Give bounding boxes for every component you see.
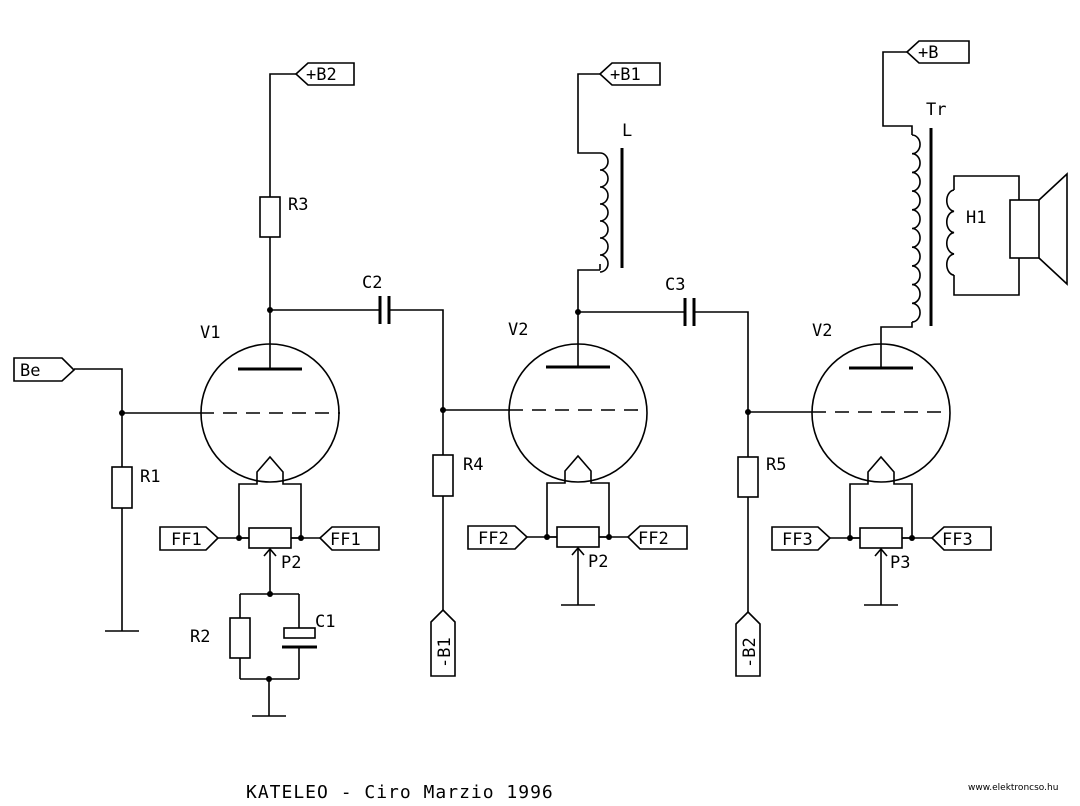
label-r4: R4 — [463, 455, 483, 475]
label-be: Be — [20, 361, 40, 381]
label-v1: V1 — [200, 323, 220, 343]
label-plus-b: +B — [918, 43, 938, 63]
resistor-r2 — [229, 617, 251, 659]
label-plus-b1: +B1 — [610, 65, 641, 85]
filament-port-ff2-left — [467, 525, 529, 550]
label-h1: H1 — [966, 208, 986, 228]
bias-port-minus-b2 — [735, 610, 761, 677]
supply-port-plus-b2 — [294, 62, 355, 86]
filament-port-ff3-right — [930, 526, 992, 551]
stage-1: Be R1 V1 +B2 R3 C2 — [13, 62, 444, 717]
supply-port-plus-b1 — [598, 62, 661, 86]
label-c3: C3 — [665, 275, 685, 295]
potentiometer-p2-stage1 — [248, 527, 292, 549]
input-port-be — [13, 357, 76, 382]
supply-port-plus-b — [905, 40, 970, 64]
bias-port-minus-b1 — [430, 608, 456, 677]
label-ff2-left: FF2 — [478, 529, 509, 549]
filament-port-ff2-right — [626, 525, 688, 550]
label-c1: C1 — [315, 612, 335, 632]
label-ff2-right: FF2 — [638, 529, 669, 549]
label-r5: R5 — [766, 455, 786, 475]
resistor-r3 — [259, 196, 281, 238]
resistor-r1 — [111, 466, 133, 509]
speaker-h1 — [1009, 199, 1040, 259]
label-p2-stage2: P2 — [588, 552, 608, 572]
transformer-tr-primary — [911, 134, 921, 323]
filament-port-ff1-left — [159, 526, 220, 551]
label-v2-stage2: V2 — [508, 320, 528, 340]
stage-2: -B1 R4 V2 +B1 L C3 FF2 — [430, 62, 749, 677]
label-r1: R1 — [140, 467, 160, 487]
resistor-r5 — [737, 456, 759, 498]
resistor-r4 — [432, 454, 454, 497]
label-plus-b2: +B2 — [306, 65, 337, 85]
filament-port-ff3-left — [771, 526, 832, 551]
potentiometer-p2-stage2 — [556, 526, 600, 548]
potentiometer-p3 — [859, 527, 903, 549]
label-r3: R3 — [288, 195, 308, 215]
label-ff1-left: FF1 — [171, 530, 202, 550]
label-c2: C2 — [362, 273, 382, 293]
label-tr: Tr — [926, 100, 946, 120]
label-ff3-right: FF3 — [942, 530, 973, 550]
stage-3: -B2 R5 V2 +B Tr H1 FF3 FF3 — [735, 40, 1068, 677]
capacitor-c1 — [283, 627, 316, 639]
transformer-tr-secondary — [945, 189, 955, 276]
label-l: L — [622, 121, 632, 141]
footer-title: KATELEO - Ciro Marzio 1996 — [246, 782, 554, 803]
filament-port-ff1-right — [318, 526, 380, 551]
label-ff1-right: FF1 — [330, 530, 361, 550]
label-r2: R2 — [190, 627, 210, 647]
label-p2-stage1: P2 — [281, 553, 301, 573]
label-v2-stage3: V2 — [812, 321, 832, 341]
label-ff3-left: FF3 — [782, 530, 813, 550]
inductor-l — [599, 152, 609, 273]
label-p3: P3 — [890, 553, 910, 573]
label-minus-b1: -B1 — [435, 637, 455, 668]
label-minus-b2: -B2 — [740, 637, 760, 668]
footer-credit: www.elektroncso.hu — [968, 783, 1058, 793]
